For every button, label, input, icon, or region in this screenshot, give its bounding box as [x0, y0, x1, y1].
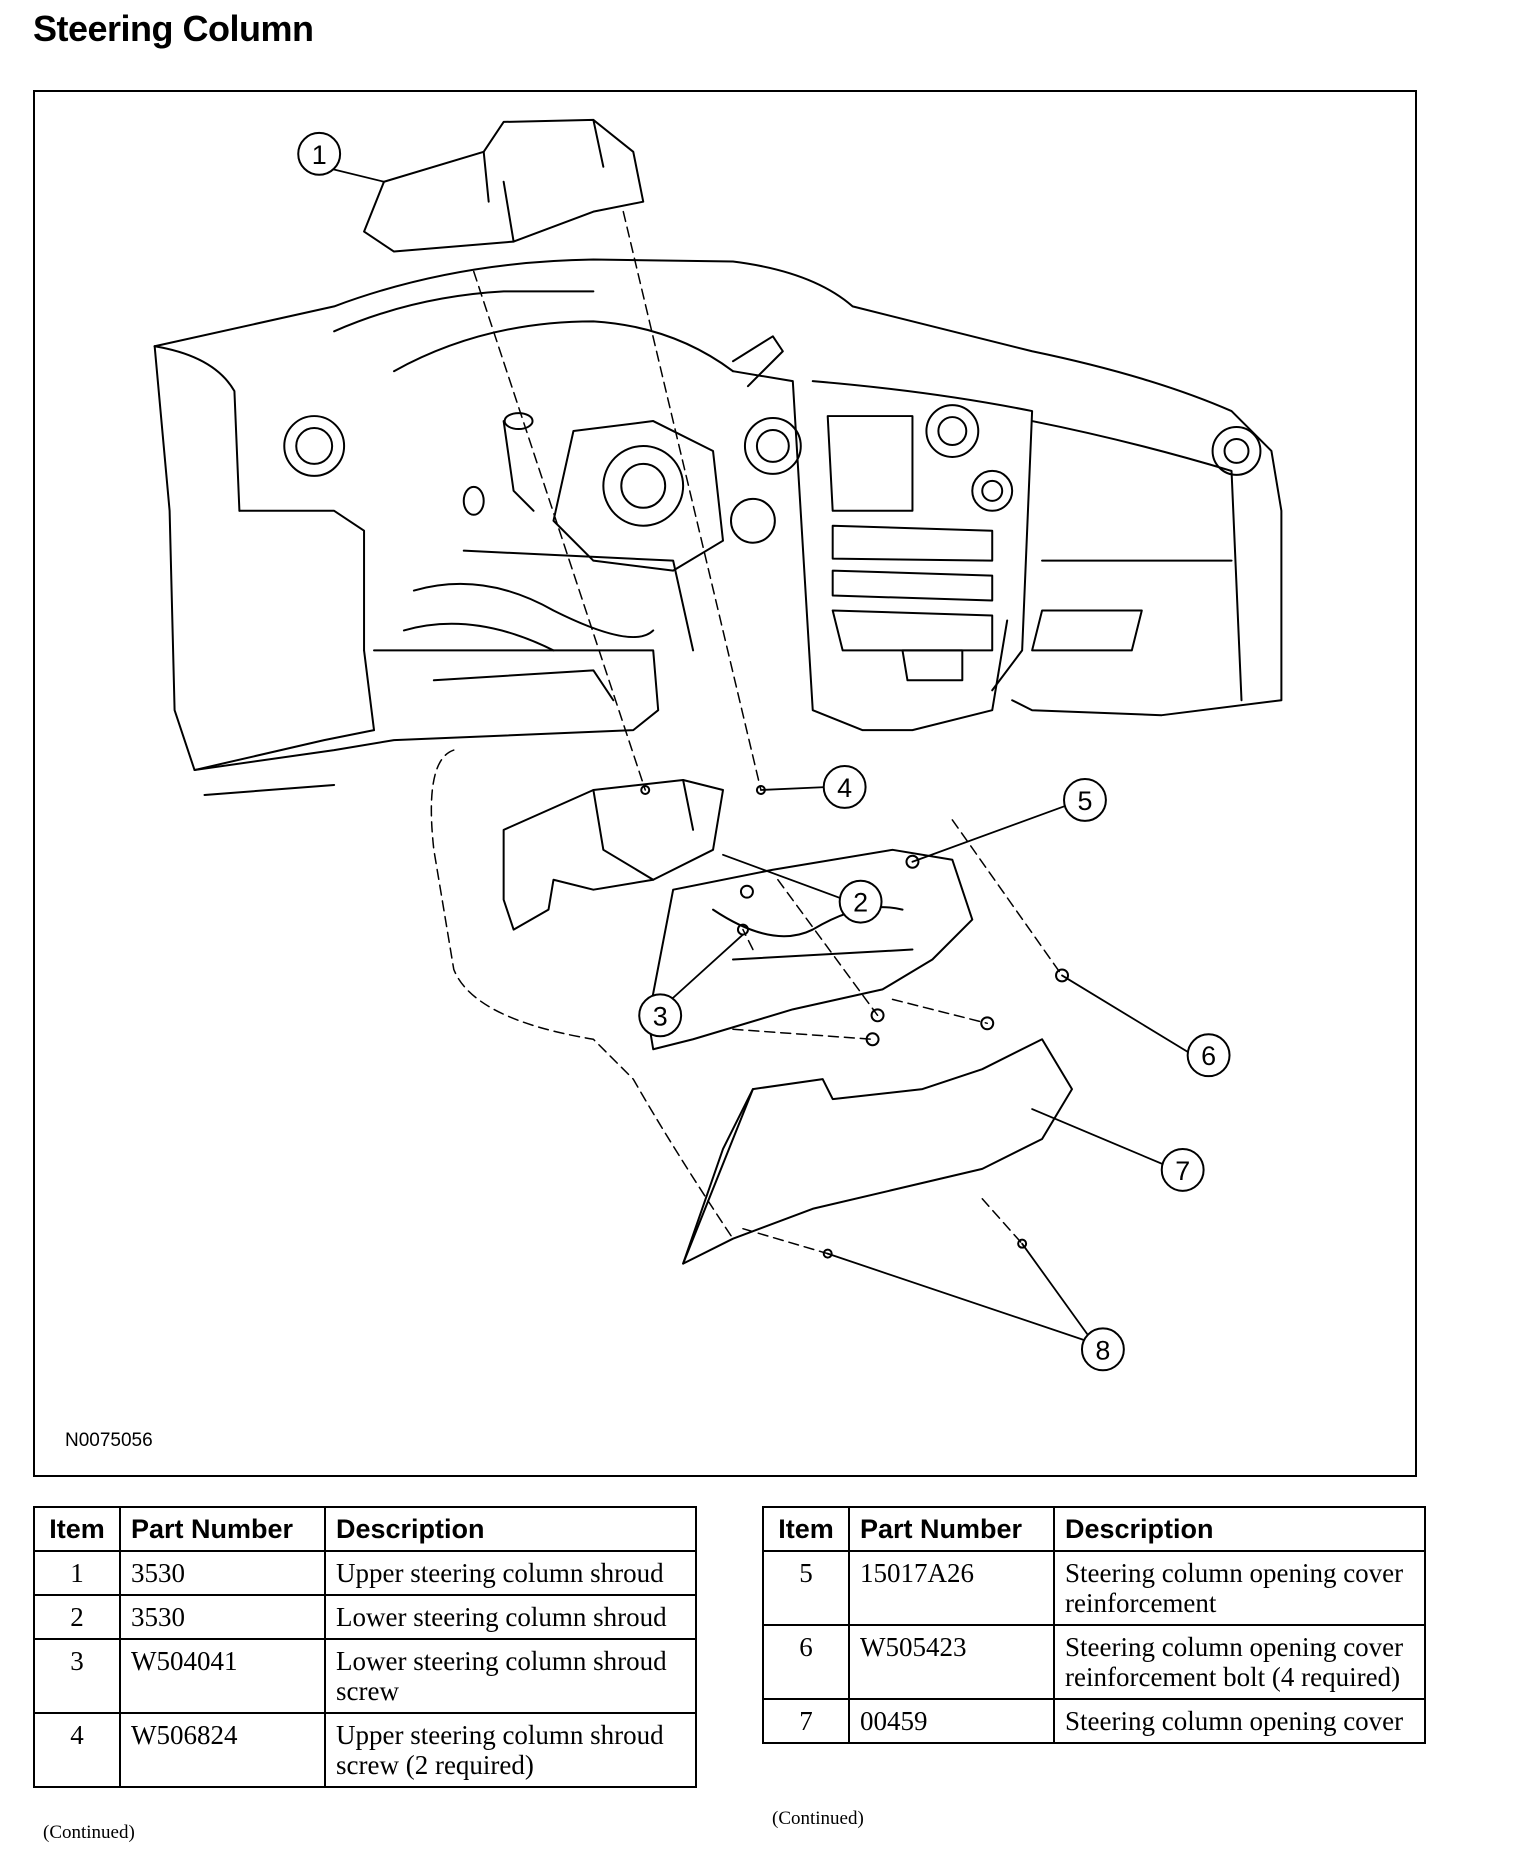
- exploded-view-figure: 1 2 3 4 5 6 7 8 N0075056: [33, 90, 1417, 1477]
- part-number-cell: 15017A26: [848, 1550, 1055, 1626]
- instrument-panel-drawing: [153, 258, 1283, 796]
- callout-4: 4: [822, 765, 867, 809]
- item-cell: 3: [33, 1638, 121, 1714]
- table-row: 2 3530 Lower steering column shroud: [33, 1594, 697, 1640]
- item-cell: 6: [762, 1624, 850, 1700]
- reinforcement-bracket-drawing: [647, 848, 974, 1051]
- table-row: 5 15017A26 Steering column opening cover…: [762, 1550, 1426, 1626]
- description-cell: Upper steering column shroud: [324, 1550, 697, 1596]
- table-row: 6 W505423 Steering column opening cover …: [762, 1624, 1426, 1700]
- description-cell: Steering column opening cover reinforcem…: [1053, 1624, 1426, 1700]
- assembly-lines: [430, 210, 1063, 1255]
- part-number-cell: W506824: [119, 1712, 326, 1788]
- callout-7: 7: [1160, 1147, 1205, 1192]
- item-header: Item: [762, 1506, 850, 1552]
- leader-lines: [301, 160, 1193, 1345]
- description-cell: Lower steering column shroud: [324, 1594, 697, 1640]
- callout-2-label: 2: [853, 888, 868, 918]
- description-cell: Upper steering column shroud screw (2 re…: [324, 1712, 697, 1788]
- part-number-cell: 00459: [848, 1698, 1055, 1744]
- table-row: 7 00459 Steering column opening cover: [762, 1698, 1426, 1744]
- table-1-continued-note: (Continued): [43, 1822, 135, 1843]
- description-header: Description: [324, 1506, 697, 1552]
- table-row: 1 3530 Upper steering column shroud: [33, 1550, 697, 1596]
- part-number-cell: 3530: [119, 1594, 326, 1640]
- item-cell: 4: [33, 1712, 121, 1788]
- page-title: Steering Column: [33, 8, 314, 49]
- callout-6-label: 6: [1201, 1041, 1216, 1071]
- callout-3-label: 3: [653, 1001, 668, 1031]
- callout-5: 5: [1063, 778, 1107, 822]
- table-2-continued-note: (Continued): [772, 1808, 864, 1829]
- opening-cover-drawing: [682, 1038, 1073, 1265]
- parts-table-1: Item Part Number Description 1 3530 Uppe…: [33, 1506, 697, 1788]
- part-number-cell: 3530: [119, 1550, 326, 1596]
- item-cell: 5: [762, 1550, 850, 1626]
- description-header: Description: [1053, 1506, 1426, 1552]
- table-row: 3 W504041 Lower steering column shroud s…: [33, 1638, 697, 1714]
- callout-2: 2: [838, 879, 883, 924]
- callout-7-label: 7: [1175, 1156, 1190, 1186]
- item-header: Item: [33, 1506, 121, 1552]
- callout-8-label: 8: [1095, 1335, 1110, 1365]
- callout-1: 1: [297, 131, 342, 176]
- part-number-header: Part Number: [119, 1506, 326, 1552]
- callout-3: 3: [638, 993, 683, 1038]
- description-cell: Steering column opening cover: [1053, 1698, 1426, 1744]
- lower-shroud-drawing: [502, 779, 725, 931]
- steering-column-exploded-diagram: 1 2 3 4 5 6 7 8: [153, 118, 1283, 1372]
- table-header-row: Item Part Number Description: [762, 1506, 1426, 1552]
- part-number-cell: W505423: [848, 1624, 1055, 1700]
- item-cell: 7: [762, 1698, 850, 1744]
- parts-table-2: Item Part Number Description 5 15017A26 …: [762, 1506, 1426, 1744]
- upper-shroud-drawing: [363, 118, 645, 253]
- table-header-row: Item Part Number Description: [33, 1506, 697, 1552]
- item-cell: 1: [33, 1550, 121, 1596]
- callout-8: 8: [1080, 1327, 1125, 1372]
- item-cell: 2: [33, 1594, 121, 1640]
- callout-6: 6: [1186, 1033, 1231, 1078]
- callout-5-label: 5: [1077, 786, 1092, 816]
- description-cell: Lower steering column shroud screw: [324, 1638, 697, 1714]
- table-row: 4 W506824 Upper steering column shroud s…: [33, 1712, 697, 1788]
- callout-4-label: 4: [837, 773, 852, 803]
- figure-id: N0075056: [65, 1430, 153, 1451]
- part-number-cell: W504041: [119, 1638, 326, 1714]
- description-cell: Steering column opening cover reinforcem…: [1053, 1550, 1426, 1626]
- part-number-header: Part Number: [848, 1506, 1055, 1552]
- callout-1-label: 1: [312, 140, 327, 170]
